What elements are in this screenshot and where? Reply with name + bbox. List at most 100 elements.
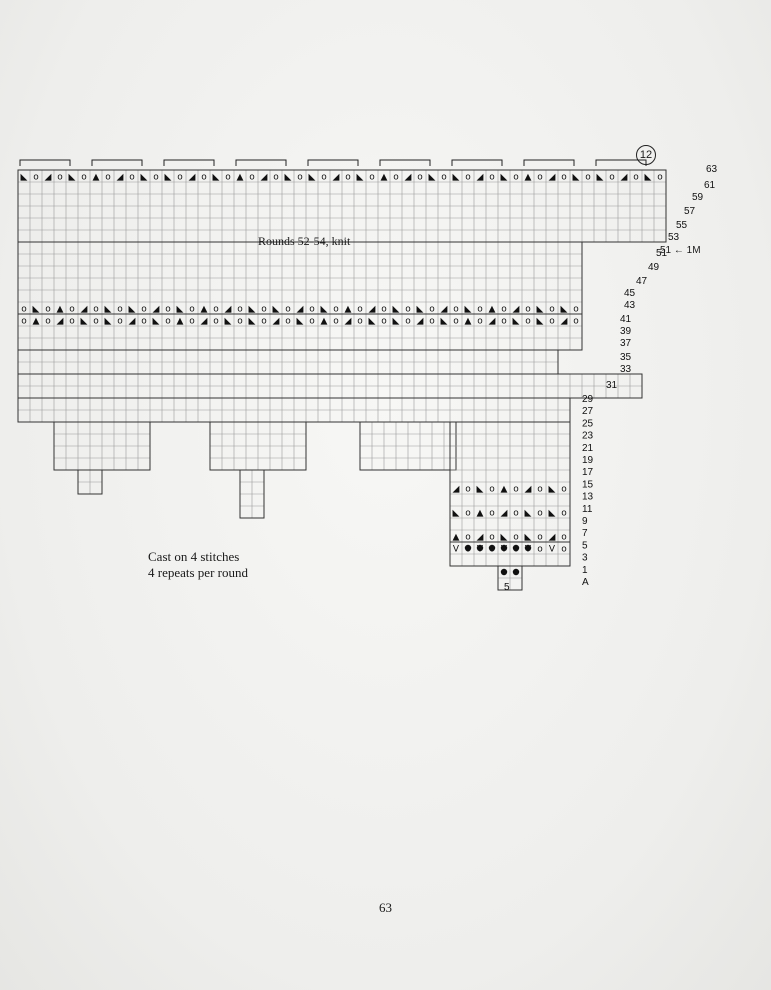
symbol-row-41: o bbox=[525, 305, 531, 315]
chart-top-band bbox=[17, 169, 667, 243]
wrap-mark: V bbox=[477, 545, 484, 555]
wrap-mark: V bbox=[549, 545, 556, 555]
symbol-row-41: o bbox=[21, 305, 27, 315]
round-label-51: 51 bbox=[656, 248, 668, 259]
chart-mid-upper bbox=[17, 241, 583, 315]
symbol-row-39: o bbox=[381, 317, 387, 327]
symbol-row-41: o bbox=[429, 305, 435, 315]
symbol-row-13: o bbox=[513, 509, 519, 519]
symbol-row-39: o bbox=[405, 317, 411, 327]
round-label-53: 53 bbox=[668, 232, 680, 243]
chart-mid-lower bbox=[17, 349, 559, 375]
bobble-mark bbox=[500, 568, 508, 576]
symbol-row-63: o bbox=[201, 173, 207, 183]
symbol-row-41: ◢ bbox=[441, 305, 448, 315]
round-label-3: 3 bbox=[582, 553, 588, 564]
symbol-row-39: o bbox=[117, 317, 123, 327]
symbol-row-63: ◣ bbox=[141, 173, 148, 183]
symbol-row-39: o bbox=[549, 317, 555, 327]
round-label-47: 47 bbox=[636, 276, 648, 287]
symbol-row-39: ◣ bbox=[153, 317, 160, 327]
round-label-59: 59 bbox=[692, 192, 704, 203]
symbol-row-39: o bbox=[477, 317, 483, 327]
symbol-row-39: ◢ bbox=[57, 317, 64, 327]
round-label-31: 31 bbox=[606, 380, 618, 391]
symbol-row-41: ◣ bbox=[273, 305, 280, 315]
chart-center-stem bbox=[209, 421, 307, 471]
symbol-row-63: ◣ bbox=[453, 173, 460, 183]
symbol-row-39: ▲ bbox=[321, 317, 328, 327]
symbol-row-41: ▲ bbox=[345, 305, 352, 315]
symbol-row-41: ◣ bbox=[465, 305, 472, 315]
symbol-row-63: o bbox=[393, 173, 399, 183]
symbol-row-39: o bbox=[93, 317, 99, 327]
symbol-row-39: o bbox=[189, 317, 195, 327]
symbol-row-39: ◢ bbox=[129, 317, 136, 327]
symbol-row-17: ◢ bbox=[525, 485, 532, 495]
bobble-mark bbox=[512, 544, 520, 552]
symbol-row-41: ◢ bbox=[153, 305, 160, 315]
symbol-row-39: ◣ bbox=[105, 317, 112, 327]
symbol-row-63: o bbox=[57, 173, 63, 183]
symbol-row-63: ◣ bbox=[573, 173, 580, 183]
symbol-row-63: o bbox=[129, 173, 135, 183]
repeat-bracket bbox=[307, 159, 359, 166]
symbol-row-41: o bbox=[237, 305, 243, 315]
symbol-row-13: o bbox=[465, 509, 471, 519]
symbol-row-39: o bbox=[453, 317, 459, 327]
symbol-row-39: o bbox=[237, 317, 243, 327]
symbol-row-63: o bbox=[537, 173, 543, 183]
symbol-row-63: o bbox=[273, 173, 279, 183]
symbol-row-63: ◢ bbox=[45, 173, 52, 183]
symbol-row-41: ◣ bbox=[561, 305, 568, 315]
chart-row-33 bbox=[17, 373, 643, 399]
symbol-row-39: o bbox=[573, 317, 579, 327]
symbol-row-41: ▲ bbox=[201, 305, 208, 315]
symbol-row-39: o bbox=[69, 317, 75, 327]
round-label-11: 11 bbox=[582, 504, 593, 515]
symbol-row-39: ◢ bbox=[201, 317, 208, 327]
symbol-row-63: ◣ bbox=[165, 173, 172, 183]
symbol-row-63: ◢ bbox=[621, 173, 628, 183]
symbol-row-63: o bbox=[33, 173, 39, 183]
symbol-row-17: ◣ bbox=[477, 485, 484, 495]
symbol-row-13: o bbox=[489, 509, 495, 519]
stem-bottom-label: 5 bbox=[504, 582, 510, 593]
symbol-row-63: ◢ bbox=[189, 173, 196, 183]
symbol-row-39: ▲ bbox=[177, 317, 184, 327]
symbol-row-41: ▲ bbox=[489, 305, 496, 315]
symbol-row-41: o bbox=[501, 305, 507, 315]
rounds-note: Rounds 52-54, knit bbox=[258, 234, 351, 248]
symbol-row-9: o bbox=[513, 533, 519, 543]
symbol-row-41: ◣ bbox=[105, 305, 112, 315]
symbol-row-63: ▲ bbox=[525, 173, 532, 183]
symbol-row-63: o bbox=[513, 173, 519, 183]
symbol-row-63: ◣ bbox=[357, 173, 364, 183]
repeat-bracket bbox=[379, 159, 431, 166]
symbol-row-63: ◢ bbox=[549, 173, 556, 183]
wrap-mark: o bbox=[513, 545, 519, 555]
symbol-row-39: ◣ bbox=[249, 317, 256, 327]
symbol-row-41: o bbox=[285, 305, 291, 315]
symbol-row-39: o bbox=[21, 317, 27, 327]
chart-left-stem bbox=[53, 421, 151, 471]
symbol-row-41: ◢ bbox=[513, 305, 520, 315]
symbol-row-39: ◣ bbox=[393, 317, 400, 327]
symbol-row-9: ▲ bbox=[453, 533, 460, 543]
symbol-row-39: ◢ bbox=[561, 317, 568, 327]
symbol-row-39: o bbox=[525, 317, 531, 327]
symbol-row-63: ◣ bbox=[597, 173, 604, 183]
chart-right-panel bbox=[449, 421, 571, 543]
symbol-row-63: ◣ bbox=[21, 173, 28, 183]
wrap-mark: V bbox=[453, 545, 460, 555]
repeat-bracket bbox=[235, 159, 287, 166]
symbol-row-9: o bbox=[537, 533, 543, 543]
round-label-57: 57 bbox=[684, 206, 696, 217]
symbol-row-63: ◣ bbox=[69, 173, 76, 183]
symbol-row-13: ◣ bbox=[453, 509, 460, 519]
symbol-row-39: o bbox=[141, 317, 147, 327]
bobble-mark bbox=[524, 544, 532, 552]
symbol-row-13: ▲ bbox=[477, 509, 484, 519]
symbol-row-41: ◢ bbox=[81, 305, 88, 315]
